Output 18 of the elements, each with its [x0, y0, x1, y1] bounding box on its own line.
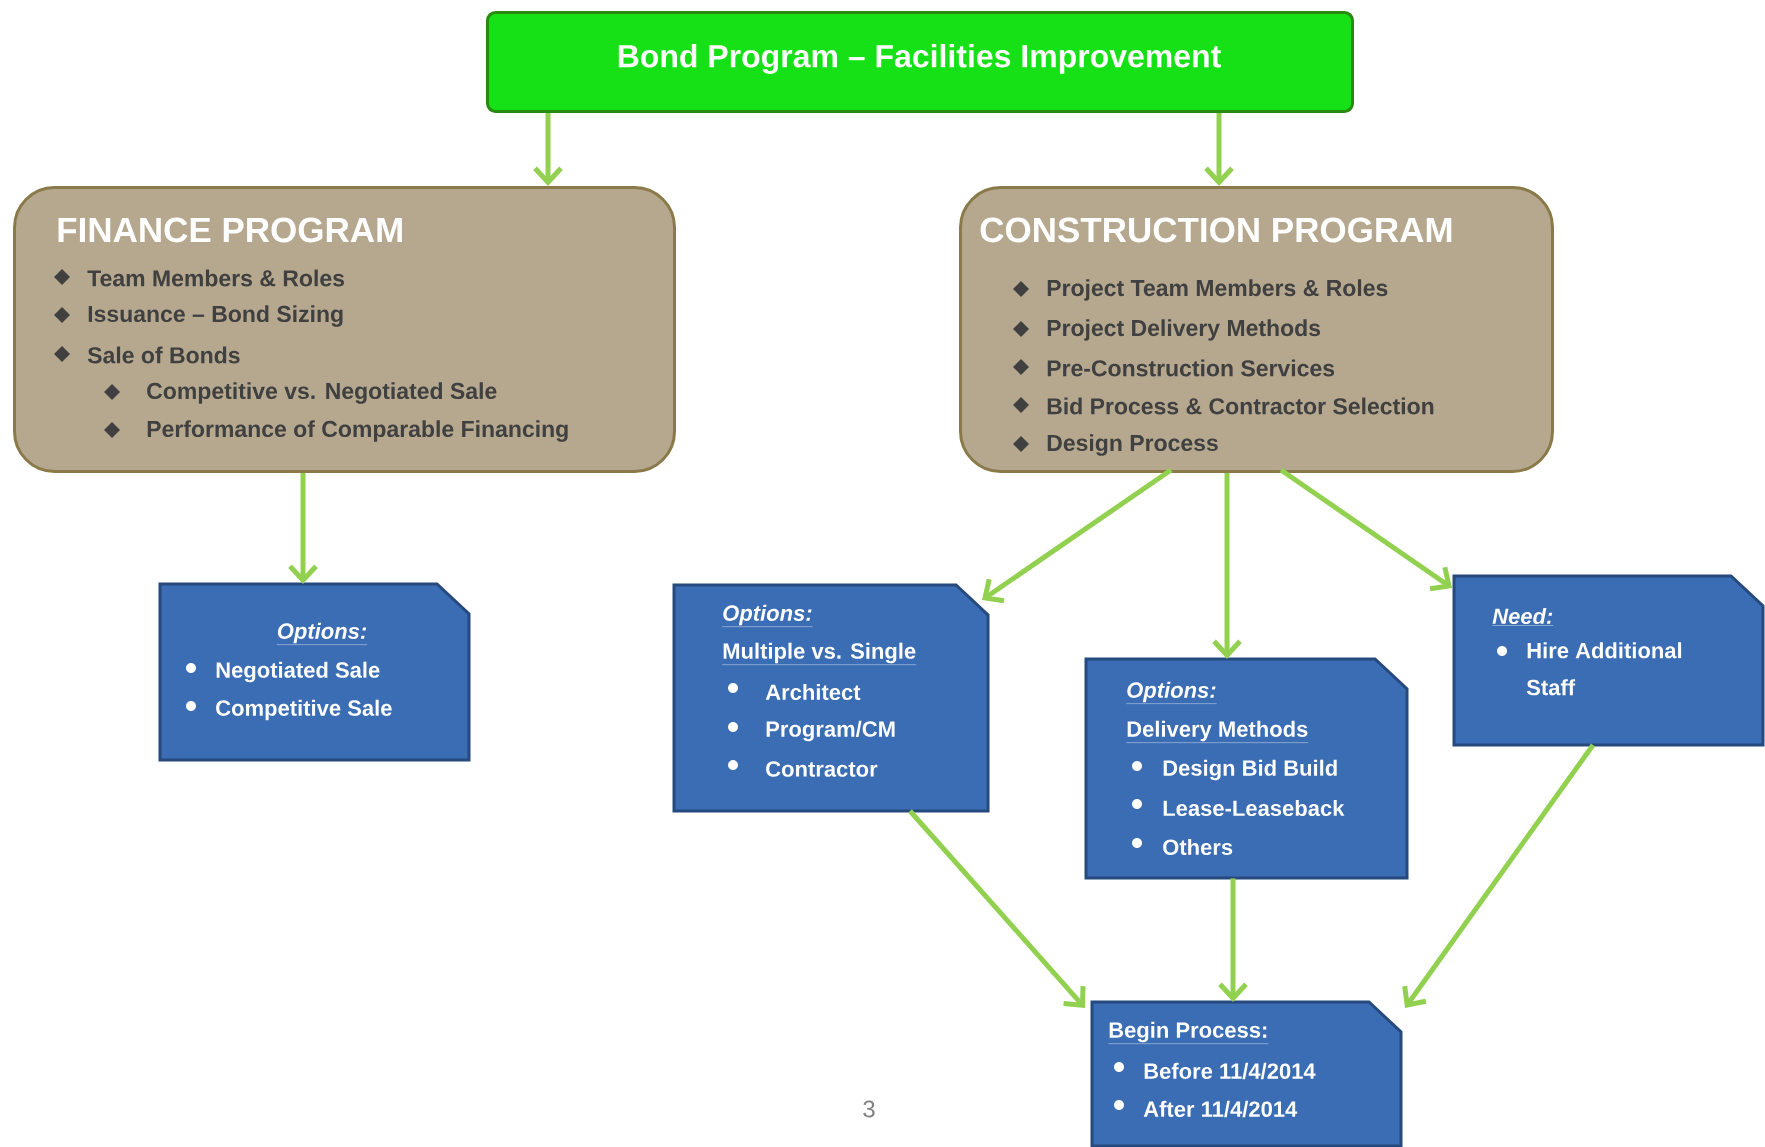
arrow	[982, 467, 1173, 604]
arrow	[533, 113, 563, 186]
note-box: Options: Delivery Methods Design Bid Build Lease-Leaseback Others	[1084, 657, 1409, 880]
title-box: Bond Program – Facilities Improvement	[486, 11, 1354, 113]
note-box: Need: Hire Additional Staff	[1452, 574, 1765, 747]
arrow	[288, 473, 318, 584]
note-box: Options: Multiple vs. Single Architect Program/CM Contractor	[672, 583, 990, 813]
arrow	[1402, 743, 1596, 1008]
arrow	[1204, 113, 1234, 186]
page-number: 3	[863, 1100, 875, 1118]
note-box: Options: Negotiated Sale Competitive Sale	[158, 582, 471, 762]
program-box: CONSTRUCTION PROGRAM Project Team Members & Roles Project Delivery Methods Pre-Construction Services Bid Process & Contractor Selection Design Process	[959, 186, 1554, 473]
program-box: FINANCE PROGRAM Team Members & Roles Issuance – Bond Sizing Sale of Bonds Competitive vs. Negotiated Sale Performance of Comparable Financing	[13, 186, 676, 473]
arrow	[1212, 473, 1242, 659]
note-box: Begin Process: Before 11/4/2014 After 11/4/2014	[1090, 1000, 1403, 1147]
arrow	[1218, 878, 1248, 1002]
arrow	[1279, 467, 1452, 592]
arrow	[908, 809, 1086, 1008]
